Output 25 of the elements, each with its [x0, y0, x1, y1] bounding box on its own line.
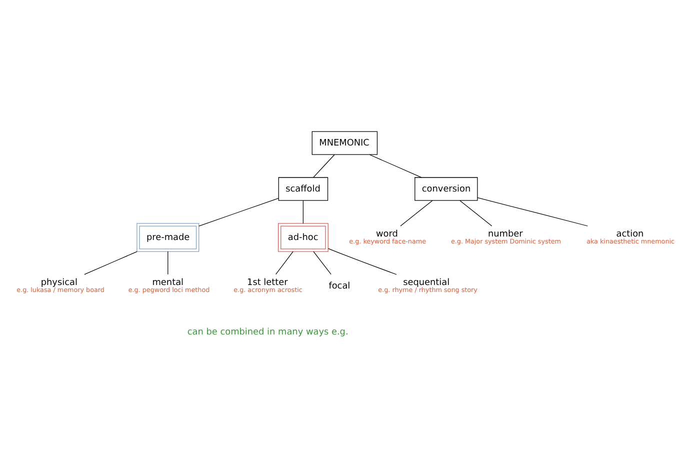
- node-text: physical: [40, 277, 78, 288]
- connector: [302, 200, 304, 224]
- node-text: focal: [328, 280, 350, 291]
- node-box: conversion: [414, 176, 478, 200]
- connector: [84, 250, 138, 274]
- connector: [313, 250, 332, 274]
- node-box: pre-made: [136, 222, 200, 252]
- node-text: mental: [152, 277, 184, 288]
- node-text: action: [616, 228, 644, 239]
- connector: [198, 197, 279, 226]
- connector: [276, 250, 294, 274]
- node-text: 1st letter: [247, 277, 288, 288]
- connector: [400, 200, 433, 226]
- node-box: scaffold: [278, 176, 328, 200]
- connector: [460, 200, 492, 226]
- connector: [328, 248, 397, 274]
- node-text: sequential: [403, 277, 450, 288]
- node-box: ad-hoc: [278, 222, 328, 252]
- connector: [313, 154, 335, 178]
- label: can be combined in many ways e.g.: [187, 326, 348, 337]
- node-text: number: [488, 228, 523, 239]
- connector: [369, 154, 422, 178]
- node-text: word: [376, 228, 398, 239]
- connector: [477, 196, 588, 226]
- node-box: MNEMONIC: [312, 130, 378, 154]
